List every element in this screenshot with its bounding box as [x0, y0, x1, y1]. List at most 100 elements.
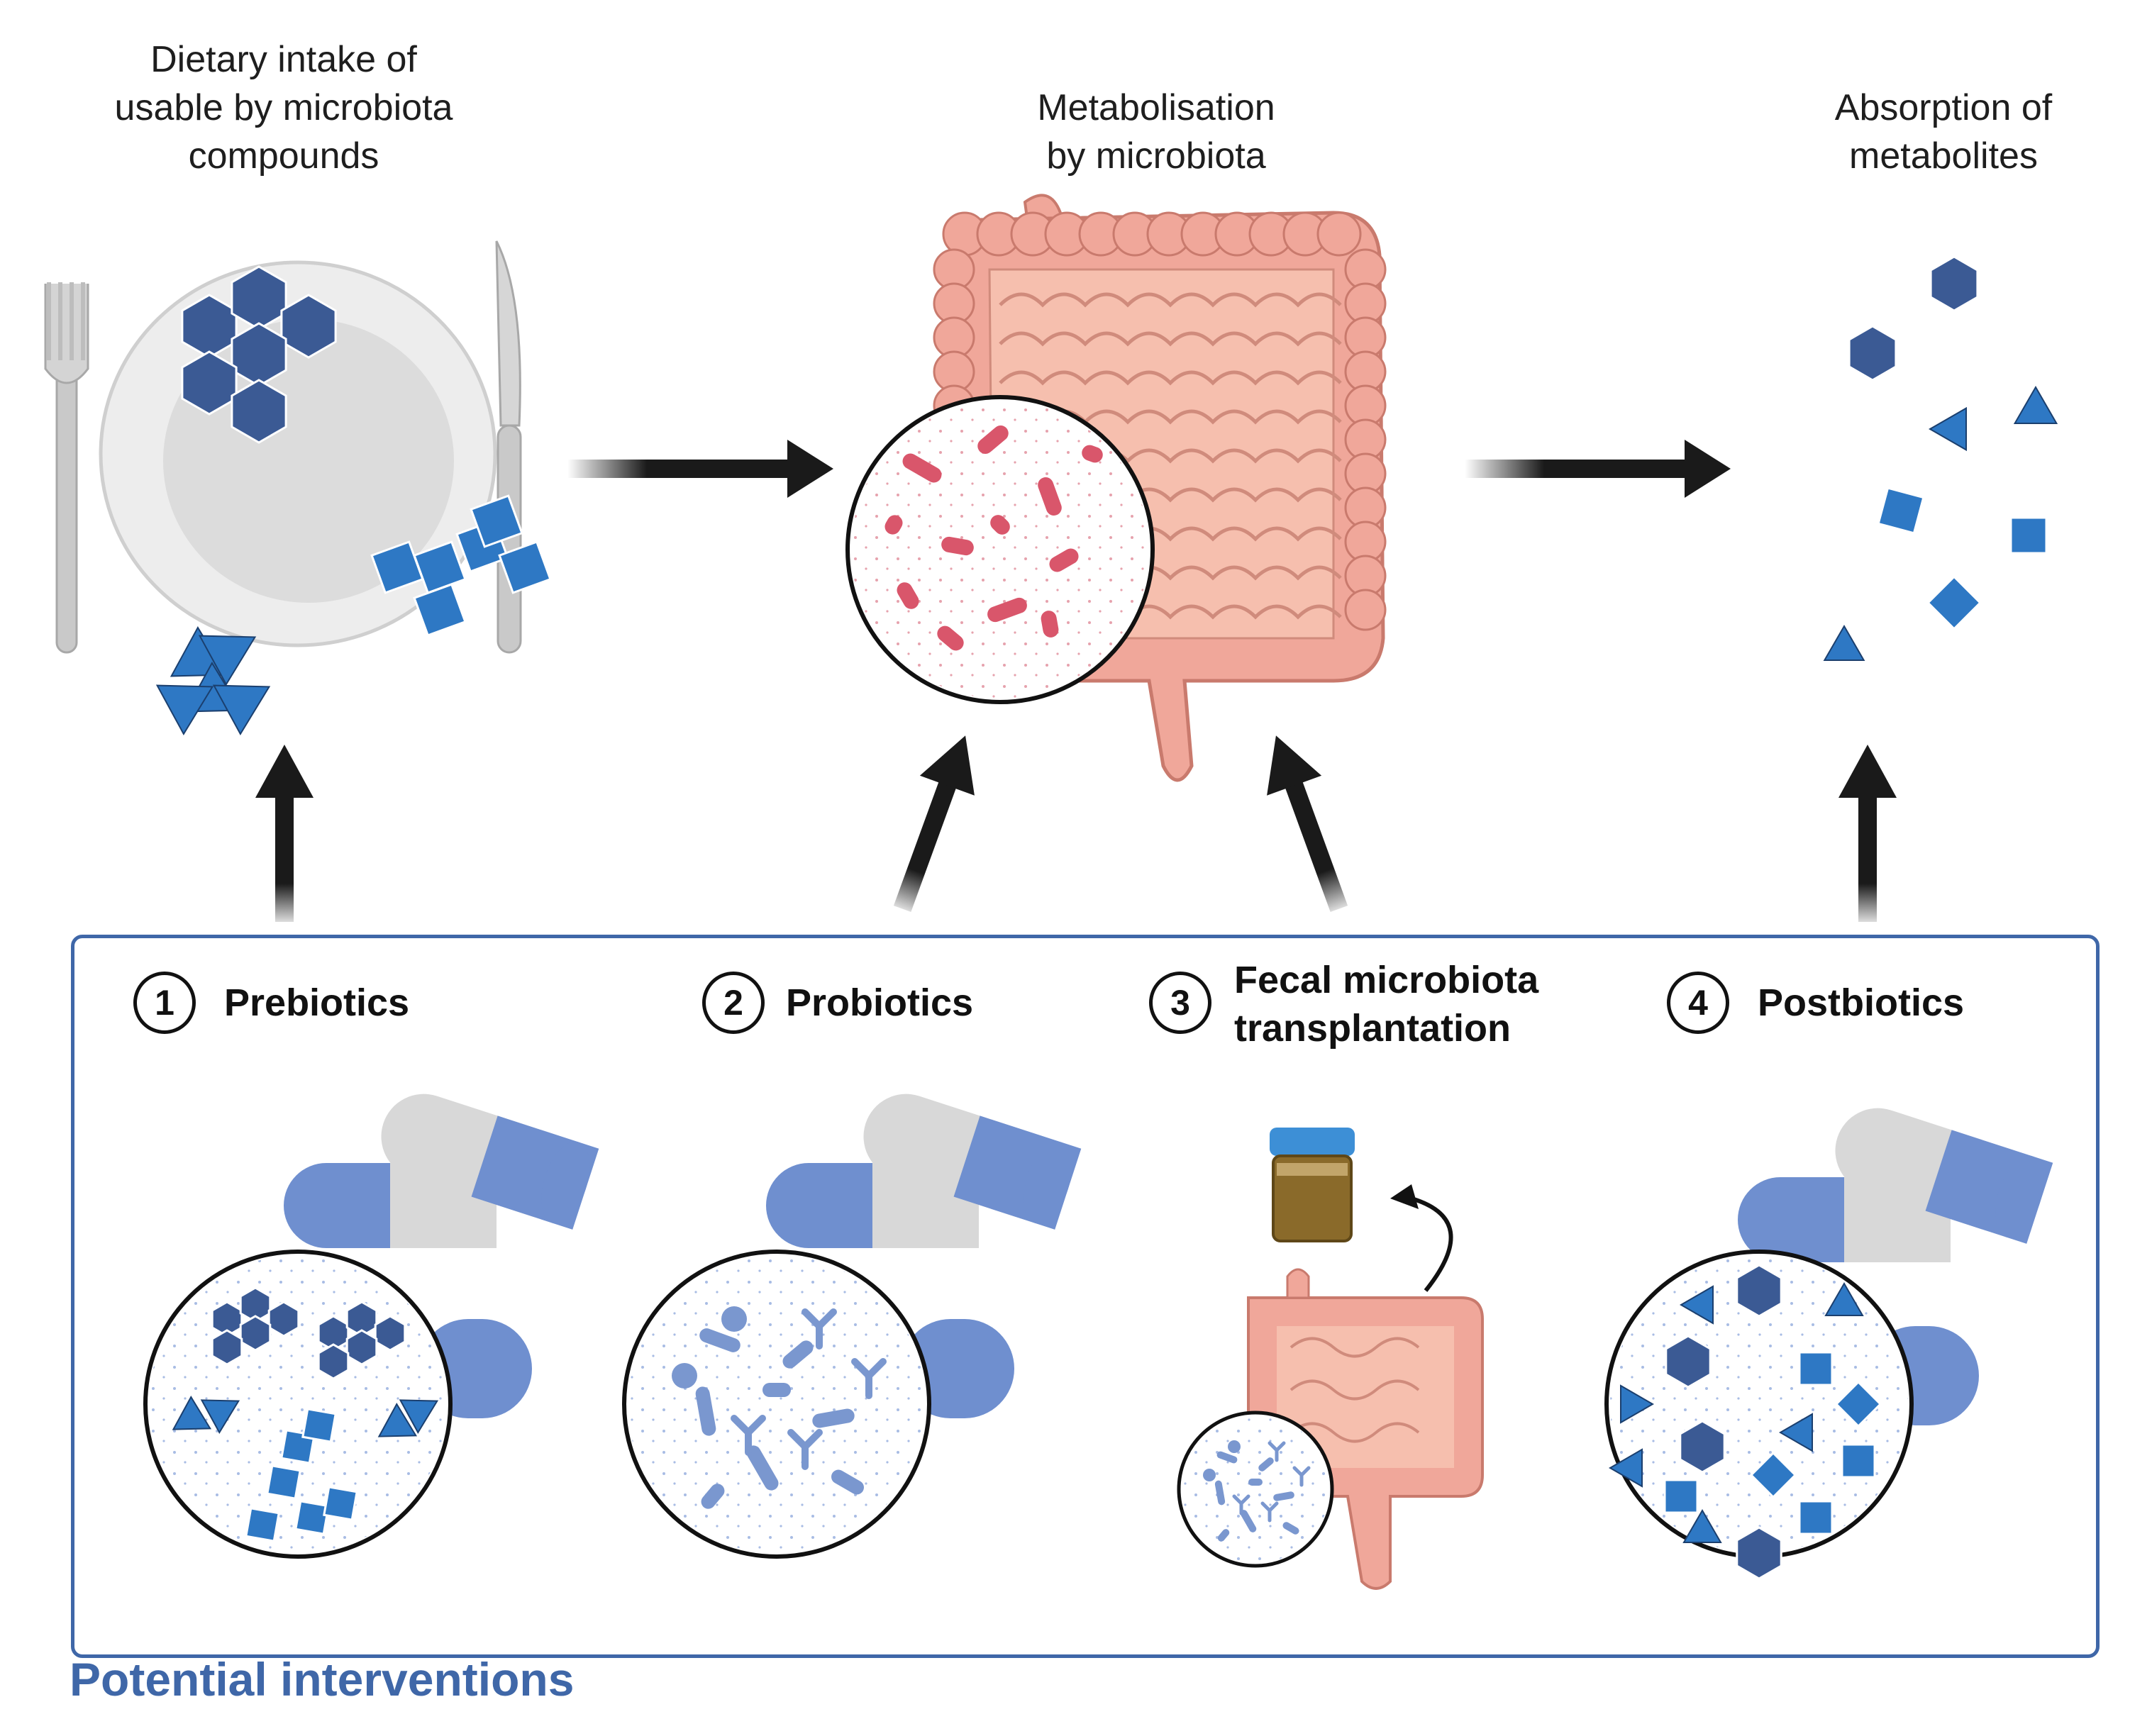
- triangle-shape: [2013, 385, 2058, 424]
- square-shape: [323, 1486, 358, 1521]
- postbiotic-metabolites: [1609, 1264, 1882, 1580]
- plate-hexagons: [181, 265, 337, 444]
- square-shape: [1841, 1443, 1876, 1479]
- arrow-prebiotics-up: [255, 745, 314, 922]
- hexagon-shape: [231, 379, 287, 444]
- square-shape: [245, 1507, 280, 1542]
- coccus-icon: [672, 1363, 697, 1389]
- caption-line: compounds: [188, 135, 379, 177]
- probiotic-microbes: [672, 1306, 887, 1509]
- step-number-badge: 3: [1149, 972, 1211, 1034]
- y-shaped-microbe-icon: [731, 1415, 766, 1456]
- hexagon-shape: [181, 350, 238, 416]
- hexagon-shape: [317, 1343, 350, 1380]
- capsule-pair-prebiotics: [284, 1094, 599, 1418]
- caption-line: Metabolisation: [1037, 87, 1275, 128]
- fmt-magnifier: [1177, 1410, 1334, 1568]
- caption-line: by microbiota: [1046, 135, 1266, 177]
- metabolites-cluster: [1823, 255, 2058, 661]
- prebiotics-magnifier: [143, 1250, 453, 1559]
- triangle-shape: [1620, 1384, 1654, 1424]
- hexagon-shape: [1929, 255, 1979, 312]
- bacterium-icon: [987, 597, 1027, 623]
- caption-absorption: Absorption of metabolites: [1759, 84, 2128, 180]
- transplant-arrow: [1411, 1196, 1453, 1292]
- square-shape: [1798, 1351, 1834, 1386]
- square-shape: [1663, 1479, 1699, 1514]
- haustra-bump: [1344, 589, 1387, 631]
- square-shape: [301, 1408, 337, 1443]
- bacterium-icon: [897, 582, 919, 609]
- triangle-shape: [1823, 624, 1865, 661]
- arrow-probiotics-up: [893, 735, 975, 913]
- square-shape: [2009, 516, 2048, 555]
- caption-line: usable by microbiota: [114, 87, 453, 128]
- triangle-shape: [200, 1399, 240, 1435]
- y-shaped-microbe-icon: [851, 1358, 887, 1399]
- bacterium-icon: [902, 453, 942, 483]
- square-shape: [294, 1500, 330, 1535]
- step-number-badge: 4: [1667, 972, 1729, 1034]
- microbe-icon: [762, 1383, 791, 1397]
- hexagon-shape: [1665, 1335, 1712, 1389]
- microbe-icon: [1240, 1510, 1257, 1532]
- square-shape: [1926, 575, 1982, 630]
- microbe-icon: [1248, 1479, 1263, 1486]
- step-number-badge: 2: [702, 972, 765, 1034]
- caption-line: Dietary intake of: [150, 39, 417, 80]
- square-shape: [1749, 1451, 1797, 1499]
- arrow-fmt-up: [1267, 735, 1348, 913]
- triangle-shape: [155, 684, 214, 736]
- coccus-icon: [1228, 1440, 1241, 1453]
- bacterium-icon: [937, 625, 964, 651]
- hexagon-shape: [1679, 1420, 1726, 1474]
- intervention-title-prebiotics: Prebiotics: [224, 979, 409, 1027]
- hexagon-shape: [211, 1329, 243, 1366]
- bacterium-icon: [884, 515, 903, 535]
- coccus-icon: [721, 1306, 747, 1332]
- microbe-icon: [746, 1445, 779, 1491]
- hexagon-shape: [345, 1329, 378, 1366]
- fmt-microbes: [1203, 1440, 1311, 1542]
- prebiotic-compounds: [172, 1286, 439, 1542]
- bacterium-icon: [990, 515, 1010, 535]
- bacterium-icon: [1041, 611, 1059, 638]
- hexagon-shape: [1848, 325, 1897, 382]
- probiotics-magnifier: [622, 1250, 931, 1559]
- microbe-icon: [701, 1484, 725, 1509]
- triangle-shape: [198, 635, 257, 686]
- intestine-coil: [999, 331, 1342, 347]
- caption-dietary-intake: Dietary intake of usable by microbiota c…: [57, 35, 511, 180]
- plate-squares: [370, 494, 552, 637]
- triangle-shape: [172, 1395, 212, 1430]
- stool-sample-jar-icon: [1270, 1128, 1355, 1242]
- triangle-shape: [1928, 406, 1967, 452]
- triangle-shape: [212, 684, 271, 736]
- hexagon-shape: [280, 294, 337, 359]
- arrow-plate-to-gut: [567, 440, 833, 498]
- square-shape: [1877, 486, 1925, 535]
- microbiota-magnifier: [845, 395, 1155, 704]
- square-shape: [1798, 1500, 1834, 1535]
- y-shaped-microbe-icon: [1232, 1494, 1250, 1515]
- triangle-shape: [1779, 1413, 1813, 1452]
- hexagon-shape: [239, 1315, 272, 1352]
- triangle-shape: [399, 1399, 439, 1435]
- triangle-shape: [1682, 1509, 1722, 1543]
- microbe-icon: [782, 1340, 814, 1369]
- caption-line: metabolites: [1849, 135, 2038, 177]
- title-line: transplantation: [1234, 1007, 1512, 1050]
- fmt-intestine-icon: [1247, 1268, 1484, 1590]
- microbe-icon: [831, 1469, 864, 1495]
- bacterium-icon: [977, 425, 1009, 454]
- intestine-coil: [999, 370, 1342, 386]
- y-shaped-microbe-icon: [802, 1308, 837, 1350]
- square-shape: [1834, 1380, 1882, 1428]
- colon-haustra: [933, 211, 1387, 631]
- intestine-coil: [999, 292, 1342, 308]
- microbe-icon: [1282, 1522, 1299, 1535]
- haustra-bump: [1316, 211, 1362, 257]
- step-number-badge: 1: [133, 972, 196, 1034]
